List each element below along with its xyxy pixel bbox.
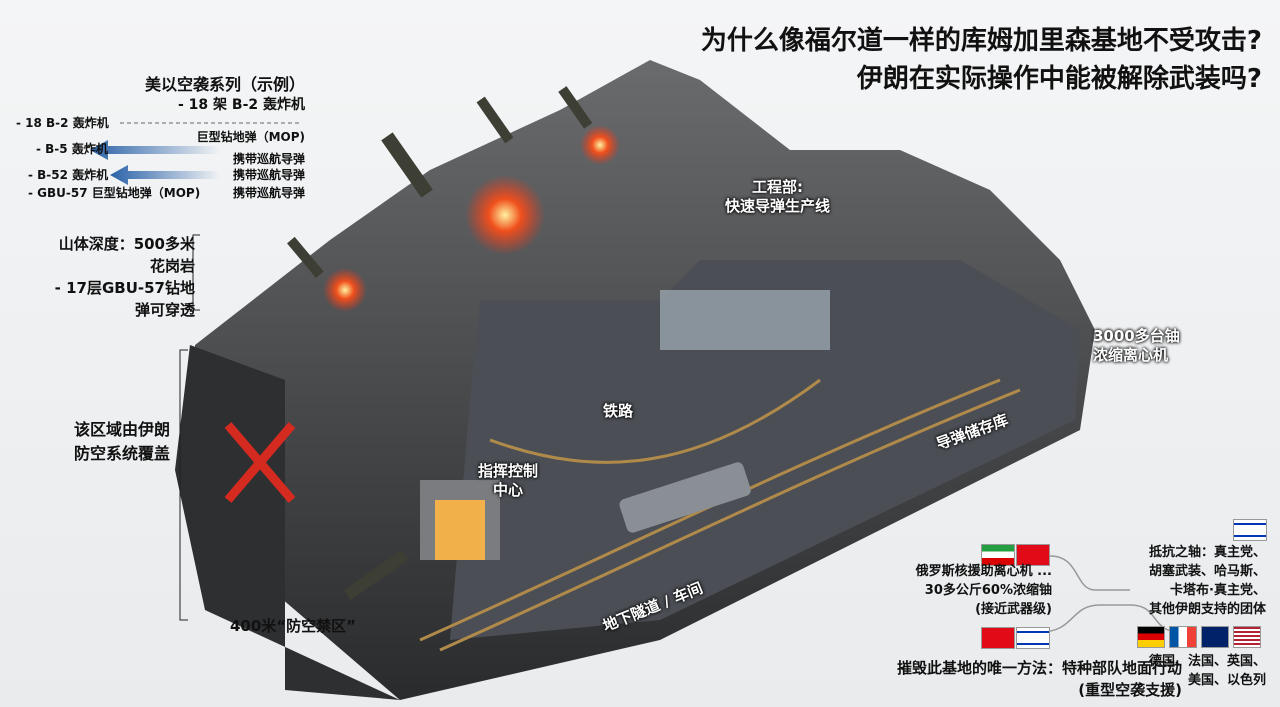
engineering-label: 工程部:快速导弹生产线 <box>725 178 831 215</box>
france-flag-icon <box>1169 626 1197 648</box>
facility-building <box>660 290 830 350</box>
title-line-1: 为什么像福尔道一样的库姆加里森基地不受攻击? <box>700 26 1262 56</box>
only-way-label: 摧毁此基地的唯一方法：特种部队地面行动(重型空袭支援) <box>896 659 1182 699</box>
cavern <box>450 260 1080 640</box>
page-title: 为什么像福尔道一样的库姆加里森基地不受攻击? 伊朗在实际操作中能被解除武装吗? <box>701 22 1262 98</box>
arrow-icon <box>90 140 220 185</box>
russia-aid-label: 俄罗斯核援助离心机 ...30多公斤60%浓缩铀(接近武器级) <box>915 564 1052 617</box>
explosion <box>465 175 545 255</box>
israel-flag-icon <box>1233 519 1267 541</box>
title-line-2: 伊朗在实际操作中能被解除武装吗? <box>856 64 1262 94</box>
turkey-flag-icon <box>1016 544 1050 566</box>
missile-icon <box>287 86 593 600</box>
strike-heading: 美以空袭系列（示例） <box>144 75 305 94</box>
germany-flag-icon <box>1137 626 1165 648</box>
railway-label: 铁路 <box>603 402 634 420</box>
turkey-flag-icon <box>981 627 1015 649</box>
strike-item-right: 携带巡航导弹 <box>232 168 305 182</box>
strike-item-right: 携带巡航导弹 <box>232 186 305 200</box>
strike-item-left: - B-52 轰炸机 <box>28 168 109 182</box>
iran-flag-icon <box>981 544 1015 566</box>
centrifuges-label: 3000多台铀浓缩离心机 <box>1093 327 1180 364</box>
explosion <box>580 125 620 165</box>
strike-sub: - 18 架 B-2 轰炸机 <box>177 97 305 113</box>
allies-label: 德国、法国、英国、美国、以色列 <box>1148 654 1266 688</box>
strike-item-right: 巨型钻地弹（MOP) <box>196 130 305 144</box>
x-mark-icon <box>224 422 296 503</box>
usa-flag-icon <box>1233 626 1261 648</box>
no-fly-zone-label: 400米“防空禁区” <box>230 617 357 635</box>
command-center-label: 指挥控制中心 <box>478 462 539 499</box>
axis-of-resistance-label: 抵抗之轴：真主党、胡塞武装、哈马斯、卡塔布·真主党、其他伊朗支持的团体 <box>1148 545 1266 617</box>
explosion <box>323 268 367 312</box>
strike-item-left: - B-5 轰炸机 <box>36 142 108 156</box>
depth-label: 山体深度：500多米花岗岩- 17层GBU-57钻地弹可穿透 <box>54 235 195 319</box>
uk-flag-icon <box>1201 626 1229 648</box>
train <box>619 462 751 533</box>
strike-item-right: 携带巡航导弹 <box>232 152 305 166</box>
strike-item-left: - 18 B-2 轰炸机 <box>16 116 109 130</box>
air-defense-label: 该区域由伊朗防空系统覆盖 <box>73 420 170 463</box>
israel-flag-icon <box>1016 627 1050 649</box>
strike-item-left: - GBU-57 巨型钻地弹（MOP) <box>28 186 201 200</box>
